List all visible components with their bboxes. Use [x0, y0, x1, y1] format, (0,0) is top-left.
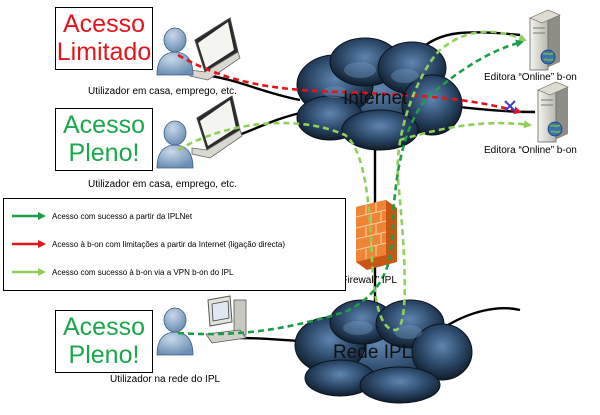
ipl-network-label: Rede IPL [333, 342, 413, 363]
access-full-ipl-box: Acesso Pleno! [55, 310, 153, 373]
user-person-icon [156, 120, 194, 169]
user-label-home-limited: Utilizador em casa, emprego, etc. [88, 86, 237, 97]
legend-arrow-light-green [12, 268, 46, 276]
legend-text-limited: Acesso à b-on com limitações a partir da… [52, 239, 285, 249]
access-flows [177, 30, 532, 336]
access-limited-line2: Limitado [56, 38, 152, 66]
legend-text-vpn: Acesso com sucesso à b-on via a VPN b-on… [52, 267, 234, 277]
access-full-home-line2: Pleno! [68, 139, 140, 167]
access-limited-line1: Acesso [63, 10, 145, 38]
legend: Acesso com sucesso a partir da IPLNet Ac… [3, 198, 346, 291]
user-person-icon [156, 27, 194, 76]
brick-firewall-icon [355, 200, 397, 270]
legend-arrow-dark-green [12, 212, 46, 220]
legend-item-vpn: Acesso com sucesso à b-on via a VPN b-on… [12, 265, 233, 279]
internet-label: Internet [343, 88, 408, 109]
flow-vpn-light-2 [399, 120, 532, 142]
access-full-ipl-line2: Pleno! [68, 341, 140, 369]
user-label-ipl: Utilizador na rede do IPL [110, 374, 221, 385]
laptop-icon [189, 17, 241, 81]
blocked-x-icon [504, 100, 516, 112]
legend-item-limited: Acesso à b-on com limitações a partir da… [12, 237, 285, 251]
legend-arrow-red [12, 240, 46, 248]
access-limited-box: Acesso Limitado [55, 7, 153, 70]
server-label-bottom: Editora “Online” b-on [484, 145, 577, 156]
flow-limited-red [177, 53, 522, 115]
user-person-icon [156, 307, 194, 356]
globe-icon [540, 49, 556, 65]
globe-icon [547, 121, 563, 137]
access-full-home-line1: Acesso [63, 111, 145, 139]
server-label-top: Editora “Online” b-on [484, 72, 577, 83]
internet-cloud-icon [296, 37, 463, 151]
legend-text-iplnet: Acesso com sucesso a partir da IPLNet [52, 211, 193, 221]
flow-vpn-light [177, 30, 527, 332]
access-full-home-box: Acesso Pleno! [55, 108, 153, 171]
desktop-computer-icon [205, 295, 247, 344]
access-full-ipl-line1: Acesso [63, 313, 145, 341]
flow-iplnet-green [177, 39, 524, 336]
link-home-limited-internet [204, 73, 301, 102]
legend-item-iplnet: Acesso com sucesso a partir da IPLNet [12, 209, 192, 223]
user-label-home-full: Utilizador em casa, emprego, etc. [88, 179, 237, 190]
firewall-label: “Firewall” IPL [338, 275, 397, 286]
